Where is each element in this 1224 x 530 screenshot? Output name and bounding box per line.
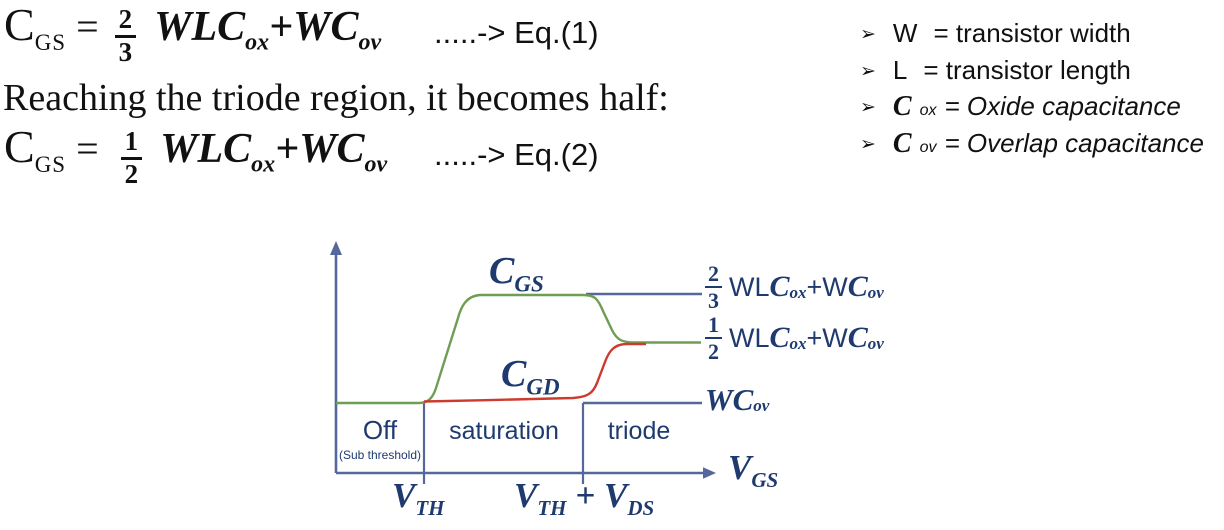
level2-wl: WL bbox=[729, 322, 770, 353]
vgs-sub: GS bbox=[751, 468, 779, 492]
level1-wl: WL bbox=[729, 271, 770, 302]
vth-tick-label: VTH bbox=[392, 476, 445, 519]
vth-base: V bbox=[392, 476, 416, 515]
legend-item-l: ➢ L = transistor length bbox=[860, 55, 1204, 92]
eq1-lhs-base: C bbox=[4, 0, 35, 50]
eq2-term1: WLC bbox=[160, 126, 252, 172]
level1-cox-base: C bbox=[769, 270, 790, 304]
eq2-fraction-denominator: 2 bbox=[124, 158, 139, 189]
cgs-label-sub: GS bbox=[514, 271, 544, 297]
eq2-fraction-numerator: 1 bbox=[120, 127, 143, 160]
vgs-base: V bbox=[728, 448, 752, 487]
legend-l-text: = transistor length bbox=[923, 54, 1131, 85]
eq2-fraction: 1 2 bbox=[120, 127, 143, 189]
level2-plus-w: +W bbox=[806, 322, 848, 353]
eq2-term2-sub: ov bbox=[364, 151, 388, 178]
level2-cov-base: C bbox=[847, 321, 868, 355]
arrow-bullet-icon: ➢ bbox=[860, 133, 876, 155]
eq1-lhs-sub: GS bbox=[34, 30, 67, 56]
vthvds-base1: V bbox=[514, 476, 538, 515]
wcov-base: WC bbox=[705, 382, 754, 417]
level1-plus-w: +W bbox=[806, 271, 848, 302]
level1-cov-base: C bbox=[847, 270, 868, 304]
region-off-label: Off bbox=[362, 415, 398, 445]
level2-fraction: 1 2 bbox=[705, 313, 722, 363]
eq2-lhs: CGS bbox=[4, 121, 66, 177]
eq1-equals: = bbox=[76, 4, 99, 49]
arrow-bullet-icon: ➢ bbox=[860, 97, 876, 118]
symbol-legend: ➢ W = transistor width ➢ L = transistor … bbox=[860, 18, 1204, 164]
level1-fraction: 2 3 bbox=[705, 262, 722, 312]
cgs-curve bbox=[336, 293, 701, 405]
eq2-term1-sub: ox bbox=[251, 151, 276, 178]
cgd-curve-label: CGD bbox=[501, 353, 560, 399]
eq1-term1: WLC bbox=[154, 4, 246, 50]
cgd-label-sub: GD bbox=[526, 374, 560, 400]
legend-cov-symbol: C bbox=[892, 127, 912, 159]
level1-numerator: 2 bbox=[705, 262, 722, 289]
eq1-lhs: CGS bbox=[4, 0, 66, 55]
y-axis-arrow-icon bbox=[330, 241, 342, 255]
cgs-curve-label: CGS bbox=[489, 250, 544, 296]
eq1-term2: +WC bbox=[269, 4, 359, 50]
eq1-fraction-denominator: 3 bbox=[118, 36, 133, 67]
vthvds-sub2: DS bbox=[627, 496, 655, 520]
vthvds-sub1: TH bbox=[537, 496, 567, 520]
level1-denominator: 3 bbox=[708, 288, 719, 314]
arrow-bullet-icon: ➢ bbox=[860, 24, 876, 45]
eq1-term2-sub: ov bbox=[358, 29, 382, 56]
eq1-fraction-numerator: 2 bbox=[114, 5, 137, 38]
cgs-label-base: C bbox=[489, 250, 515, 292]
eq2-equals: = bbox=[76, 126, 99, 171]
cgd-curve bbox=[423, 342, 646, 403]
legend-cov-text: = Overlap capacitance bbox=[944, 127, 1204, 158]
vth-vds-tick-label: VTH + VDS bbox=[514, 476, 654, 519]
arrow-bullet-icon: ➢ bbox=[860, 60, 876, 82]
eq1-fraction: 2 3 bbox=[114, 5, 137, 67]
eq1-reference: .....-> Eq.(1) bbox=[434, 15, 599, 50]
vgs-axis-label: VGS bbox=[728, 448, 778, 491]
legend-cox-symbol: C bbox=[892, 91, 912, 122]
x-axis-arrow-icon bbox=[703, 467, 716, 479]
legend-w-text: = transistor width bbox=[933, 18, 1131, 48]
eq2-lhs-sub: GS bbox=[34, 152, 67, 178]
equation-2: CGS = 1 2 WLCox+WCov .....-> Eq.(2) bbox=[4, 121, 599, 189]
eq1-body: WLCox+WCov bbox=[154, 4, 381, 54]
eq2-body: WLCox+WCov bbox=[160, 126, 387, 176]
region-saturation-label: saturation bbox=[449, 417, 559, 445]
eq2-reference: .....-> Eq.(2) bbox=[434, 137, 599, 172]
level2-denominator: 2 bbox=[708, 339, 719, 365]
eq2-term2: +WC bbox=[275, 126, 365, 172]
legend-item-w: ➢ W = transistor width bbox=[860, 18, 1204, 55]
legend-w-symbol: W bbox=[892, 18, 918, 48]
region-off-note: (Sub threshold) bbox=[338, 448, 422, 462]
triode-sentence: Reaching the triode region, it becomes h… bbox=[3, 77, 669, 119]
level2-cox-base: C bbox=[769, 321, 790, 355]
region-triode-label: triode bbox=[607, 417, 671, 445]
eq2-lhs-base: C bbox=[4, 121, 35, 172]
equation-1: CGS = 2 3 WLCox+WCov .....-> Eq.(1) bbox=[4, 0, 599, 67]
vthvds-plus: + bbox=[575, 476, 596, 515]
level2-numerator: 1 bbox=[705, 313, 722, 340]
eq1-term1-sub: ox bbox=[245, 29, 270, 56]
legend-l-symbol: L bbox=[892, 54, 908, 85]
legend-cox-text: = Oxide capacitance bbox=[944, 91, 1181, 121]
vth-sub: TH bbox=[415, 496, 445, 520]
vthvds-base2: V bbox=[603, 476, 628, 515]
cgd-label-base: C bbox=[501, 353, 527, 395]
